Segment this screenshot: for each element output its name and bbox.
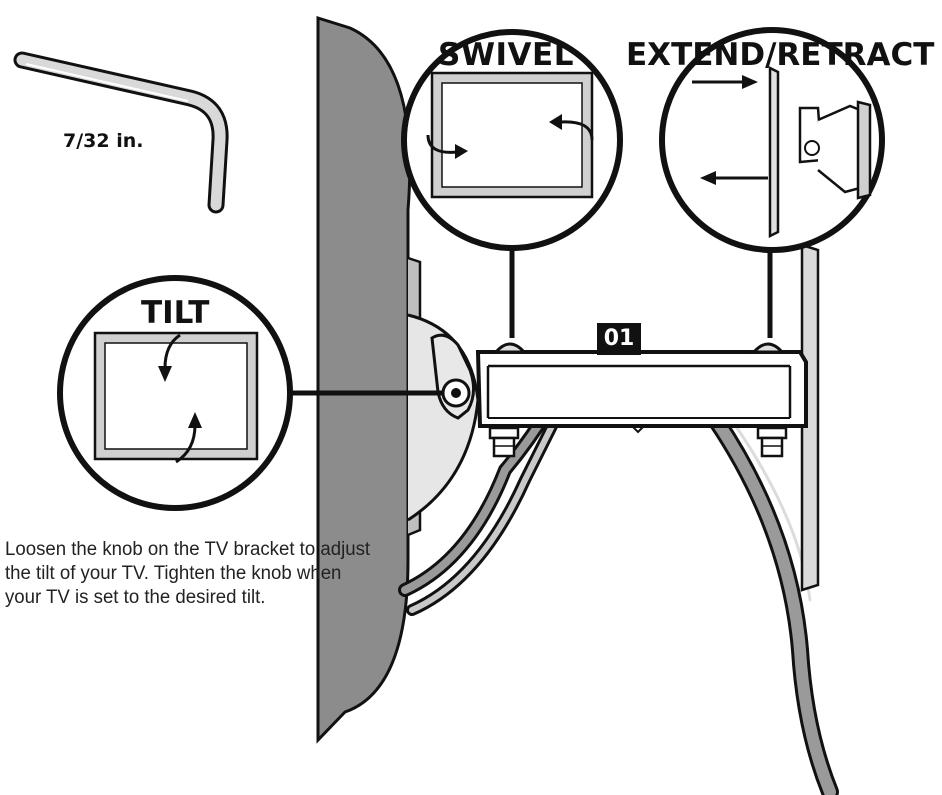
tilt-magnifier bbox=[57, 275, 293, 511]
wall bbox=[316, 15, 412, 744]
swivel-label: SWIVEL bbox=[438, 37, 574, 73]
hex-key-size-label: 7/32 in. bbox=[63, 130, 144, 152]
tilt-knob bbox=[430, 333, 475, 420]
leader-lines bbox=[290, 245, 773, 396]
swivel-magnifier bbox=[401, 29, 623, 251]
hex-key-icon bbox=[13, 51, 229, 214]
extend-retract-label: EXTEND/RETRACT bbox=[626, 37, 935, 73]
step-number-badge: 01 bbox=[597, 323, 641, 355]
instruction-text: Loosen the knob on the TV bracket to adj… bbox=[5, 539, 371, 608]
extend-retract-magnifier bbox=[659, 27, 885, 253]
tv-plate bbox=[800, 243, 820, 592]
tilt-label: TILT bbox=[141, 295, 210, 331]
arm-bracket bbox=[475, 342, 808, 458]
cables bbox=[398, 403, 839, 795]
